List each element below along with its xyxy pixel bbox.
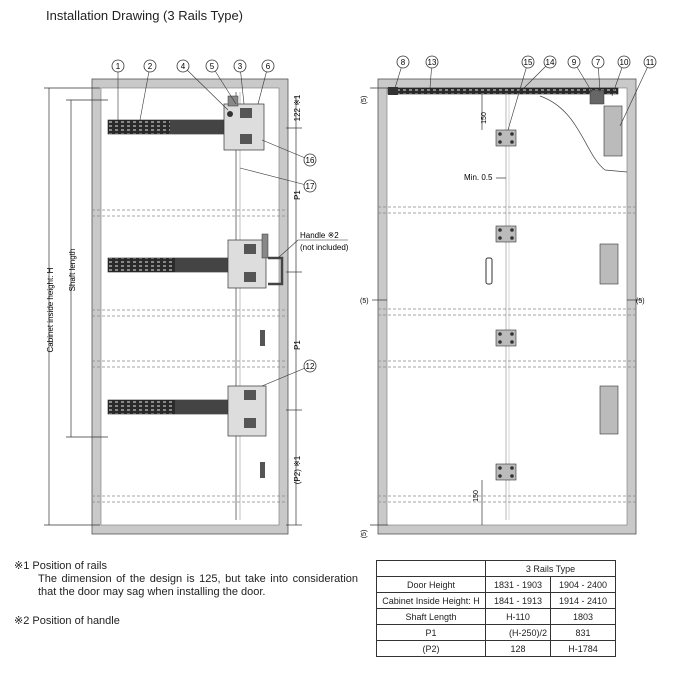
note-2-mark: ※2 [14,615,30,627]
callout-leader [261,139,311,161]
handle-label: Handle ※2 [300,231,339,240]
callout-leader [211,65,237,105]
callout-number: 17 [306,182,315,191]
callout-circle [111,59,125,73]
shaft-length-label: Shaft length [68,249,77,292]
callout-leader [257,65,269,105]
callout-leader [507,61,529,131]
callout-leader [619,61,651,127]
top-rail [107,95,265,151]
callout-circle [396,55,410,69]
callout-number: 6 [266,62,271,71]
note-1-mark: ※1 [14,560,30,572]
callout-number: 10 [620,58,629,67]
left-cabinet-frame [91,78,289,535]
right-cabinet-frame [377,78,637,535]
callout-number: 2 [148,62,153,71]
dim-122-label: 122 ※1 [293,94,302,121]
table-row: P1 (H-250)/2 831 [376,624,616,641]
gap-left-label: (5) [360,298,369,305]
callout-leader [261,365,311,387]
callout-circle [303,359,317,373]
callout-leader [519,61,551,93]
gap-top-label: (5) [361,96,368,105]
p2-label: (P2) ※1 [293,455,302,484]
callout-number: 16 [306,156,315,165]
dim-150-top: 150 [481,112,488,124]
note-1: ※1 Position of rails [14,560,107,573]
table-row: (P2) 128 H-1784 [376,640,616,657]
callout-circle [591,55,605,69]
note-1-title: Position of rails [32,560,107,572]
callout-circle [567,55,581,69]
cabinet-height-label: Cabinet inside height: H [46,267,55,352]
gap-bottom-label: (5) [361,530,368,539]
gap-right-label: (5) [636,298,645,305]
table-row: Door Height 1831 - 1903 1904 - 2400 [376,576,616,593]
callout-number: 7 [596,58,601,67]
note-1-body: The dimension of the design is 125, but … [38,573,358,598]
door-handle [485,257,493,285]
callout-circle [143,59,157,73]
table-row: Shaft Length H-110 1803 [376,608,616,625]
callout-leader [239,167,311,187]
callout-circle [617,55,631,69]
callout-number: 4 [181,62,186,71]
callout-number: 5 [210,62,215,71]
callout-number: 14 [546,58,555,67]
handle-not-included: (not included) [300,243,349,252]
page-title: Installation Drawing (3 Rails Type) [46,8,244,23]
note-2: ※2 Position of handle [14,615,120,628]
callout-circle [261,59,275,73]
bottom-rail [107,385,267,437]
right-callouts: 8 13 15 14 9 7 10 11 [394,55,657,131]
callout-number: 15 [524,58,533,67]
table-header-row: 3 Rails Type [376,560,616,577]
middle-rail [107,233,269,289]
p1-upper-label: P1 [293,190,302,200]
handle [268,256,284,286]
table-row: Cabinet Inside Height: H 1841 - 1913 191… [376,592,616,609]
callout-circle [176,59,190,73]
callout-circle [543,55,557,69]
callout-circle [521,55,535,69]
note-2-title: Position of handle [32,615,120,627]
callout-circle [643,55,657,69]
callout-number: 11 [646,58,655,67]
callout-number: 12 [306,362,315,371]
callout-number: 1 [116,62,121,71]
callout-number: 8 [401,58,406,67]
min-gap-label: Min. 0.5 [464,173,493,182]
callout-number: 9 [572,58,577,67]
callout-number: 3 [238,62,243,71]
callout-leader [139,65,151,121]
callout-circle [205,59,219,73]
callout-circle [425,55,439,69]
callout-leader [182,65,229,111]
dim-150-bottom: 150 [473,490,480,502]
callout-number: 13 [428,58,437,67]
table-header: 3 Rails Type [485,560,616,577]
top-track [387,87,619,105]
p1-lower-label: P1 [293,340,302,350]
callout-circle [233,59,247,73]
callout-circle [303,153,317,167]
spec-table: 3 Rails Type Door Height 1831 - 1903 190… [376,560,616,657]
callout-circle [303,179,317,193]
